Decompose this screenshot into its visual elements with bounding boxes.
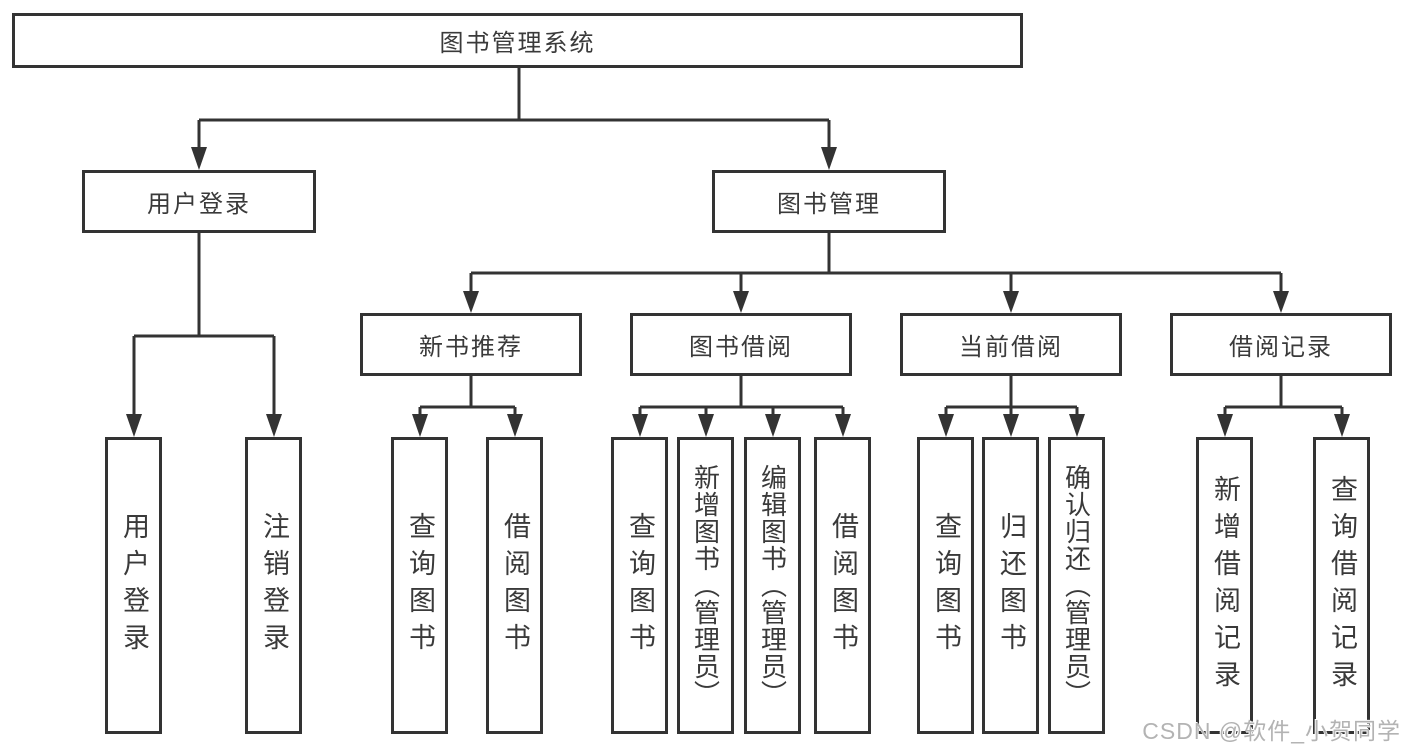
node-leaf-query-books-1: 查询图书 (391, 437, 448, 734)
node-leaf-return-books: 归还图书 (982, 437, 1039, 734)
node-book-management: 图书管理 (712, 170, 946, 233)
leaf-label: 新增图书（管理员） (690, 464, 721, 707)
node-leaf-query-books-3: 查询图书 (917, 437, 974, 734)
node-leaf-edit-books-admin: 编辑图书（管理员） (744, 437, 801, 734)
node-current-borrowing: 当前借阅 (900, 313, 1122, 376)
node-leaf-query-books-2: 查询图书 (611, 437, 668, 734)
node-user-login: 用户登录 (82, 170, 316, 233)
leaf-label: 查询图书 (625, 511, 655, 660)
leaf-label: 确认归还（管理员） (1061, 464, 1092, 707)
node-leaf-borrow-books-1: 借阅图书 (486, 437, 543, 734)
node-borrowing-records: 借阅记录 (1170, 313, 1392, 376)
leaf-label: 查询借阅记录 (1327, 474, 1357, 697)
leaf-label: 查询图书 (931, 511, 961, 660)
node-leaf-confirm-return-admin: 确认归还（管理员） (1048, 437, 1105, 734)
node-leaf-logout: 注销登录 (245, 437, 302, 734)
leaf-label: 用户登录 (119, 511, 149, 660)
node-leaf-add-borrow-record: 新增借阅记录 (1196, 437, 1253, 734)
node-book-borrowing: 图书借阅 (630, 313, 852, 376)
watermark: CSDN @软件_小贺同学 (1142, 718, 1401, 744)
leaf-label: 新增借阅记录 (1210, 474, 1240, 697)
node-leaf-query-borrow-record: 查询借阅记录 (1313, 437, 1370, 734)
leaf-label: 注销登录 (259, 511, 289, 660)
node-new-book-recommend: 新书推荐 (360, 313, 582, 376)
leaf-label: 编辑图书（管理员） (757, 464, 788, 707)
node-leaf-user-login: 用户登录 (105, 437, 162, 734)
leaf-label: 借阅图书 (500, 511, 530, 660)
node-library-management-system: 图书管理系统 (12, 13, 1023, 68)
node-leaf-add-books-admin: 新增图书（管理员） (677, 437, 734, 734)
leaf-label: 查询图书 (405, 511, 435, 660)
leaf-label: 借阅图书 (828, 511, 858, 660)
node-leaf-borrow-books-2: 借阅图书 (814, 437, 871, 734)
leaf-label: 归还图书 (996, 511, 1026, 660)
